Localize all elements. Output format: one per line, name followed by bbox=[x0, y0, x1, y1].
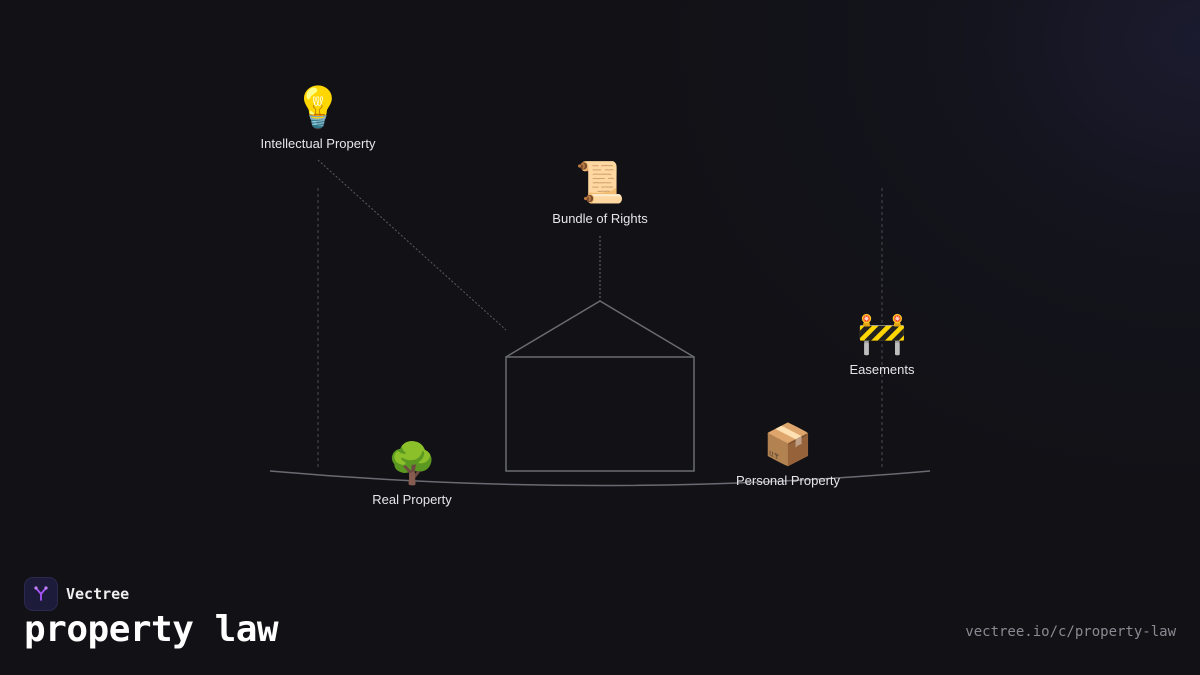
package-icon: 📦 bbox=[763, 422, 813, 468]
node-label: Personal Property bbox=[735, 473, 841, 488]
scroll-icon: 📜 bbox=[575, 160, 625, 206]
page-title: property law bbox=[24, 609, 279, 650]
node-label: Real Property bbox=[372, 492, 452, 507]
node-label: Bundle of Rights bbox=[552, 211, 648, 226]
brand: Vectree bbox=[24, 577, 129, 611]
node-intellectual-property: 💡 Intellectual Property bbox=[261, 84, 376, 151]
tree-icon: 🌳 bbox=[387, 441, 437, 487]
node-label: Easements bbox=[849, 362, 915, 377]
house-body bbox=[505, 356, 695, 472]
node-bundle-of-rights: 📜 Bundle of Rights bbox=[552, 159, 647, 226]
node-easements: 🚧 Easements bbox=[849, 310, 914, 377]
node-personal-property: 📦 Personal Property bbox=[736, 421, 840, 488]
node-label: Intellectual Property bbox=[260, 136, 376, 151]
house-roof bbox=[505, 300, 695, 358]
page-url[interactable]: vectree.io/c/property-law bbox=[965, 624, 1176, 640]
light-bulb-icon: 💡 bbox=[293, 85, 343, 131]
connector-ip-house bbox=[317, 159, 507, 331]
node-real-property: 🌳 Real Property bbox=[372, 440, 451, 507]
ground-line bbox=[269, 470, 931, 487]
brand-name: Vectree bbox=[66, 585, 130, 603]
construction-barrier-icon: 🚧 bbox=[857, 311, 907, 357]
vectree-logo-icon bbox=[24, 577, 58, 611]
tree-branch-icon bbox=[34, 586, 48, 601]
